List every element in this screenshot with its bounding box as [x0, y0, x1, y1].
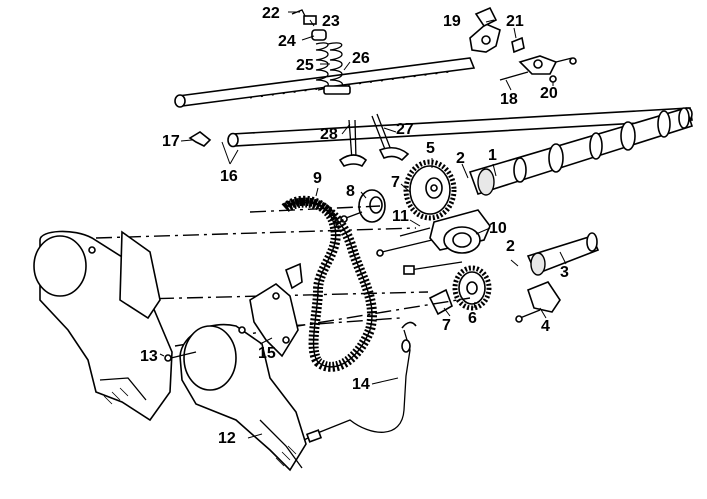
label-5: 5: [426, 140, 435, 157]
label-7-lower: 7: [442, 317, 451, 334]
label-28: 28: [320, 126, 338, 143]
label-4: 4: [541, 318, 550, 335]
label-15: 15: [258, 345, 276, 362]
label-18: 18: [500, 91, 518, 108]
label-20: 20: [540, 85, 558, 102]
label-22: 22: [262, 5, 280, 22]
label-21: 21: [506, 13, 524, 30]
callout-labels: 1 2 2 3 4 5 6 7 7 8 9 10 11 12 13 14 15 …: [140, 5, 569, 447]
label-8: 8: [346, 183, 355, 200]
label-25: 25: [296, 57, 314, 74]
inner-timing-cover: [33, 230, 173, 422]
crank-sprocket: [403, 261, 492, 316]
outer-timing-cover: [164, 323, 307, 472]
camshaft: [468, 107, 694, 196]
label-13: 13: [140, 348, 158, 365]
camshaft-sprocket: [403, 159, 457, 221]
intermediate-shaft: [526, 232, 600, 276]
label-17: 17: [162, 133, 180, 150]
label-16: 16: [220, 168, 238, 185]
label-24: 24: [278, 33, 296, 50]
label-19: 19: [443, 13, 461, 30]
label-26: 26: [352, 50, 370, 67]
label-2-lower: 2: [506, 238, 515, 255]
label-11: 11: [392, 208, 409, 225]
leader-lines: [159, 11, 567, 439]
label-6: 6: [468, 310, 477, 327]
label-14: 14: [352, 376, 370, 393]
clip-17: [188, 131, 212, 147]
valves: [338, 113, 410, 168]
label-23: 23: [322, 13, 340, 30]
label-2-upper: 2: [456, 150, 465, 167]
rocker-arms: [469, 6, 577, 83]
label-27: 27: [396, 121, 414, 138]
tensioner: [376, 209, 491, 257]
label-12: 12: [218, 430, 236, 447]
label-1: 1: [488, 147, 497, 164]
sensor-wire: [303, 321, 417, 443]
label-10: 10: [489, 220, 507, 237]
bracket-4: [515, 281, 561, 323]
label-7-upper: 7: [391, 174, 400, 191]
label-9: 9: [313, 170, 322, 187]
timing-belt: [281, 195, 377, 372]
label-3: 3: [560, 264, 569, 281]
engine-bracket: [249, 262, 303, 358]
